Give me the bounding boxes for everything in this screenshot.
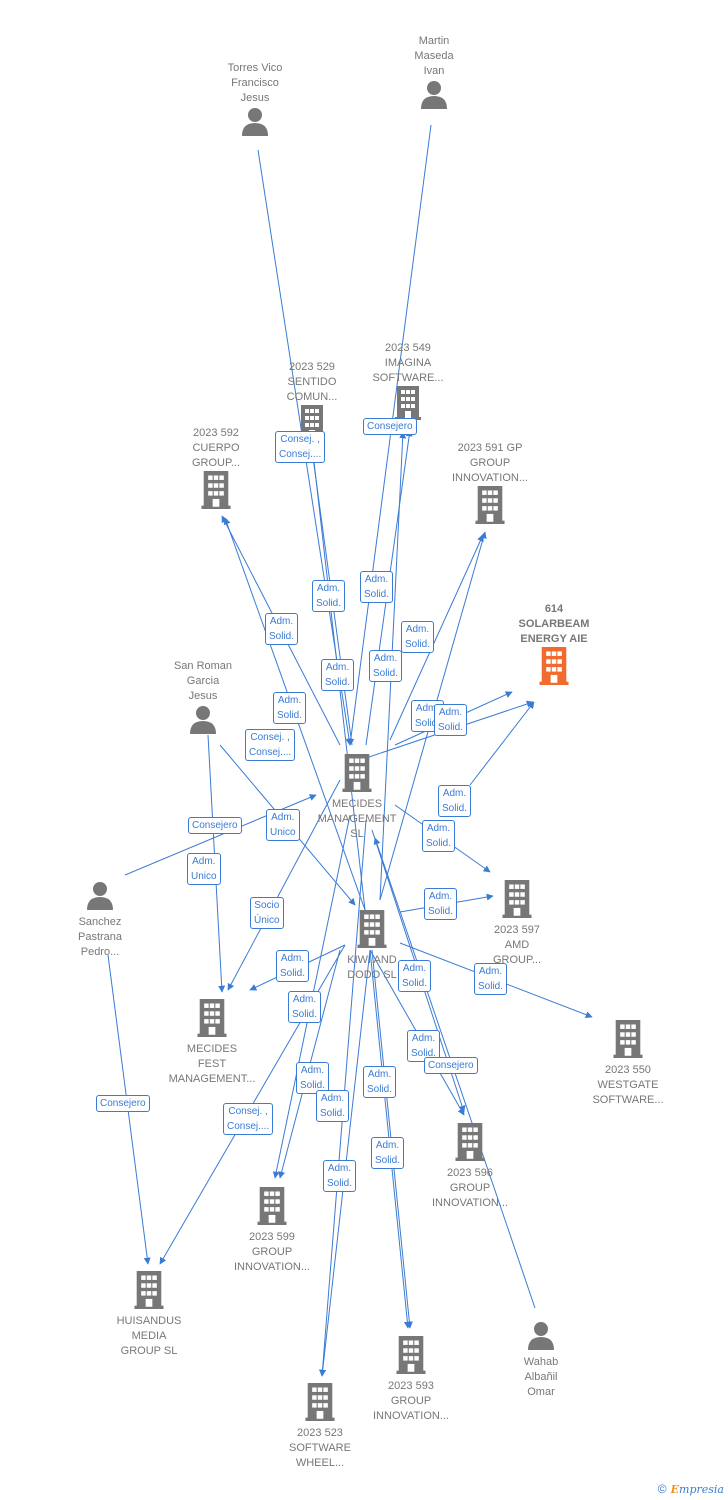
- edge-label[interactable]: Adm. Solid.: [265, 613, 299, 645]
- node-torres[interactable]: Torres Vico Francisco Jesus: [205, 61, 305, 141]
- node-label[interactable]: 2023 523 SOFTWARE WHEEL...: [289, 1427, 351, 1469]
- edge-label[interactable]: Adm. Solid.: [360, 571, 394, 603]
- node-label[interactable]: MECIDES FEST MANAGEMENT...: [168, 1043, 256, 1085]
- node-label[interactable]: Martin Maseda Ivan: [414, 35, 454, 77]
- building-icon: [475, 486, 505, 529]
- node-label[interactable]: 2023 591 GP GROUP INNOVATION...: [452, 442, 528, 484]
- person-icon: [241, 106, 269, 141]
- edge-label[interactable]: Adm. Solid.: [434, 704, 468, 736]
- edge-label[interactable]: Consejero: [363, 418, 417, 435]
- brand-logo[interactable]: Empresia: [670, 1482, 724, 1496]
- edge-label[interactable]: Consejero: [188, 817, 242, 834]
- building-icon: [502, 880, 532, 923]
- node-sanroman[interactable]: San Roman Garcia Jesus: [153, 659, 253, 739]
- edge-label[interactable]: Consej. , Consej....: [245, 729, 296, 761]
- building-icon: [613, 1020, 643, 1063]
- edge-line: [124, 794, 317, 876]
- node-c614[interactable]: 614 SOLARBEAM ENERGY AIE: [499, 602, 609, 690]
- node-label[interactable]: 614 SOLARBEAM ENERGY AIE: [518, 603, 590, 645]
- node-label[interactable]: MECIDES MANAGEMENT SL: [317, 798, 397, 840]
- edge-label[interactable]: Adm. Solid.: [288, 991, 322, 1023]
- person-icon: [420, 79, 448, 114]
- edge-label[interactable]: Adm. Solid.: [398, 960, 432, 992]
- node-huisandus[interactable]: HUISANDUS MEDIA GROUP SL: [99, 1271, 199, 1359]
- edge-label[interactable]: Consej. , Consej....: [275, 431, 326, 463]
- node-martin[interactable]: Martin Maseda Ivan: [384, 34, 484, 114]
- footer: © Empresia: [658, 1482, 724, 1496]
- node-label[interactable]: 2023 592 CUERPO GROUP...: [191, 427, 241, 469]
- building-icon: [539, 647, 569, 690]
- building-icon: [357, 910, 387, 953]
- node-label[interactable]: 2023 550 WESTGATE SOFTWARE...: [592, 1064, 664, 1106]
- edge-label[interactable]: Adm. Solid.: [438, 785, 472, 817]
- edge-label[interactable]: Adm. Solid.: [369, 650, 403, 682]
- edge-label[interactable]: Adm. Solid.: [273, 692, 307, 724]
- node-c549[interactable]: 2023 549 IMAGINA SOFTWARE...: [358, 341, 458, 425]
- edge-line: [347, 124, 432, 746]
- node-label[interactable]: San Roman Garcia Jesus: [173, 660, 233, 702]
- node-c523[interactable]: 2023 523 SOFTWARE WHEEL...: [270, 1383, 370, 1471]
- node-kiwi[interactable]: KIWI AND DODO SL: [317, 910, 427, 983]
- building-icon: [257, 1187, 287, 1230]
- edge-line: [227, 779, 341, 991]
- node-c593[interactable]: 2023 593 GROUP INNOVATION...: [356, 1336, 466, 1424]
- node-label[interactable]: Torres Vico Francisco Jesus: [227, 62, 283, 104]
- node-label[interactable]: 2023 597 AMD GROUP...: [492, 924, 542, 966]
- node-label[interactable]: 2023 529 SENTIDO COMUN...: [286, 361, 338, 403]
- edge-label[interactable]: Adm. Solid.: [316, 1090, 350, 1122]
- edge-label[interactable]: Adm. Solid.: [323, 1160, 357, 1192]
- edge-label[interactable]: Consej. , Consej....: [223, 1103, 274, 1135]
- edge-label[interactable]: Adm. Solid.: [422, 820, 456, 852]
- edge-label[interactable]: Adm. Solid.: [296, 1062, 330, 1094]
- node-sanchez[interactable]: Sanchez Pastrana Pedro...: [50, 880, 150, 960]
- edge-label[interactable]: Consejero: [96, 1095, 150, 1112]
- edge-label[interactable]: Adm. Unico: [187, 853, 221, 885]
- person-icon: [527, 1320, 555, 1355]
- edge-label[interactable]: Adm. Solid.: [312, 580, 346, 612]
- building-icon: [197, 999, 227, 1042]
- edge-label[interactable]: Adm. Solid.: [276, 950, 310, 982]
- building-icon: [305, 1383, 335, 1426]
- edge-line: [469, 701, 535, 786]
- node-c599[interactable]: 2023 599 GROUP INNOVATION...: [217, 1187, 327, 1275]
- building-icon: [201, 471, 231, 514]
- node-label[interactable]: Wahab Albañil Omar: [523, 1356, 559, 1398]
- node-label[interactable]: 2023 549 IMAGINA SOFTWARE...: [372, 342, 444, 384]
- building-icon: [134, 1271, 164, 1314]
- node-c550[interactable]: 2023 550 WESTGATE SOFTWARE...: [573, 1020, 683, 1108]
- node-c592[interactable]: 2023 592 CUERPO GROUP...: [166, 426, 266, 514]
- node-wahab[interactable]: Wahab Albañil Omar: [491, 1320, 591, 1400]
- node-label[interactable]: 2023 593 GROUP INNOVATION...: [373, 1380, 449, 1422]
- edge-label[interactable]: Adm. Solid.: [407, 1030, 441, 1062]
- building-icon: [342, 754, 372, 797]
- node-label[interactable]: HUISANDUS MEDIA GROUP SL: [116, 1315, 182, 1357]
- person-icon: [86, 880, 114, 915]
- node-label[interactable]: 2023 599 GROUP INNOVATION...: [234, 1231, 310, 1273]
- person-icon: [189, 704, 217, 739]
- building-icon: [396, 1336, 426, 1379]
- edge-line: [389, 534, 484, 741]
- building-icon: [455, 1123, 485, 1166]
- node-fest[interactable]: MECIDES FEST MANAGEMENT...: [157, 999, 267, 1087]
- edge-label[interactable]: Adm. Solid.: [474, 963, 508, 995]
- node-label[interactable]: Sanchez Pastrana Pedro...: [77, 916, 123, 958]
- edge-label[interactable]: Adm. Solid.: [321, 659, 355, 691]
- edge-label[interactable]: Adm. Solid.: [401, 621, 435, 653]
- edge-label[interactable]: Adm. Solid.: [371, 1137, 405, 1169]
- node-c596[interactable]: 2023 596 GROUP INNOVATION...: [415, 1123, 525, 1211]
- node-c597[interactable]: 2023 597 AMD GROUP...: [467, 880, 567, 968]
- node-label[interactable]: 2023 596 GROUP INNOVATION...: [432, 1167, 508, 1209]
- edge-label[interactable]: Adm. Solid.: [424, 888, 458, 920]
- node-c591[interactable]: 2023 591 GP GROUP INNOVATION...: [435, 441, 545, 529]
- edge-label[interactable]: Socio Único: [250, 897, 284, 929]
- copyright-symbol: ©: [657, 1482, 667, 1496]
- node-label[interactable]: KIWI AND DODO SL: [347, 954, 397, 981]
- node-mecides[interactable]: MECIDES MANAGEMENT SL: [302, 754, 412, 842]
- node-c529[interactable]: 2023 529 SENTIDO COMUN...: [262, 360, 362, 444]
- edge-label[interactable]: Adm. Solid.: [363, 1066, 397, 1098]
- edge-label[interactable]: Adm. Unico: [266, 809, 300, 841]
- edge-label[interactable]: Consejero: [424, 1057, 478, 1074]
